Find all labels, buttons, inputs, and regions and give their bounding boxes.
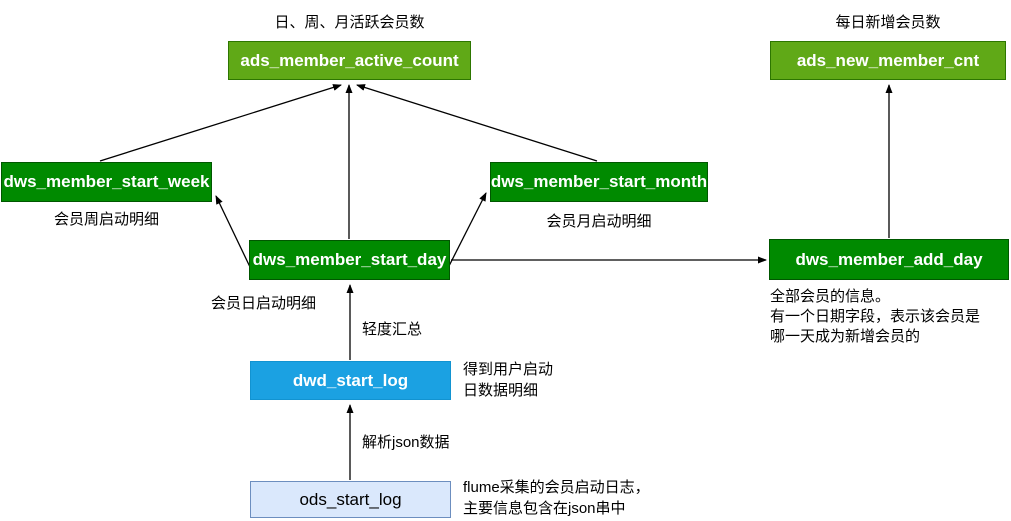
node-label: dws_member_start_month (490, 172, 708, 191)
edge-week-to-active (99, 84, 342, 162)
caption-line: 全部会员的信息。 (770, 288, 891, 305)
node-label: dws_member_start_day (252, 250, 447, 269)
caption-day: 会员日启动明细 (211, 295, 317, 312)
node-label: dwd_start_log (292, 370, 409, 390)
node-ads-member-active-count: ads_member_active_count (228, 41, 471, 80)
edge-day-to-week (215, 195, 251, 268)
node-dws-member-start-day: dws_member_start_day (249, 240, 450, 280)
edge-month-to-active (356, 84, 598, 162)
caption-dwd: 得到用户启动 日数据明细 (463, 359, 553, 401)
caption-line: 哪一天成为新增会员的 (770, 328, 921, 345)
node-label: ads_new_member_cnt (796, 50, 980, 70)
edge-label-parse-json: 解析json数据 (362, 434, 450, 451)
caption-line: flume采集的会员启动日志， (463, 479, 650, 496)
node-dws-member-add-day: dws_member_add_day (769, 239, 1009, 280)
caption-month: 会员月启动明细 (546, 213, 652, 230)
node-label: dws_member_add_day (795, 249, 983, 269)
title-active-members: 日、周、月活跃会员数 (274, 14, 425, 31)
node-ads-new-member-cnt: ads_new_member_cnt (770, 41, 1006, 80)
caption-line: 日数据明细 (463, 382, 539, 399)
caption-line: 有一个日期字段，表示该会员是 (770, 308, 981, 325)
caption-line: 得到用户启动 (463, 361, 554, 378)
node-label: ods_start_log (299, 489, 402, 509)
title-new-members: 每日新增会员数 (835, 14, 941, 31)
edge-label-aggregate: 轻度汇总 (362, 321, 423, 338)
node-dws-member-start-week: dws_member_start_week (1, 162, 212, 202)
edge-day-to-month (448, 192, 487, 267)
caption-ods: flume采集的会员启动日志， 主要信息包含在json串中 (463, 477, 650, 519)
node-label: ads_member_active_count (240, 50, 459, 70)
node-dwd-start-log: dwd_start_log (250, 361, 451, 400)
caption-line: 主要信息包含在json串中 (463, 500, 626, 517)
caption-add-day: 全部会员的信息。 有一个日期字段，表示该会员是 哪一天成为新增会员的 (770, 287, 980, 347)
node-label: dws_member_start_week (3, 172, 210, 191)
node-ods-start-log: ods_start_log (250, 481, 451, 518)
node-dws-member-start-month: dws_member_start_month (490, 162, 708, 202)
caption-week: 会员周启动明细 (53, 211, 159, 228)
